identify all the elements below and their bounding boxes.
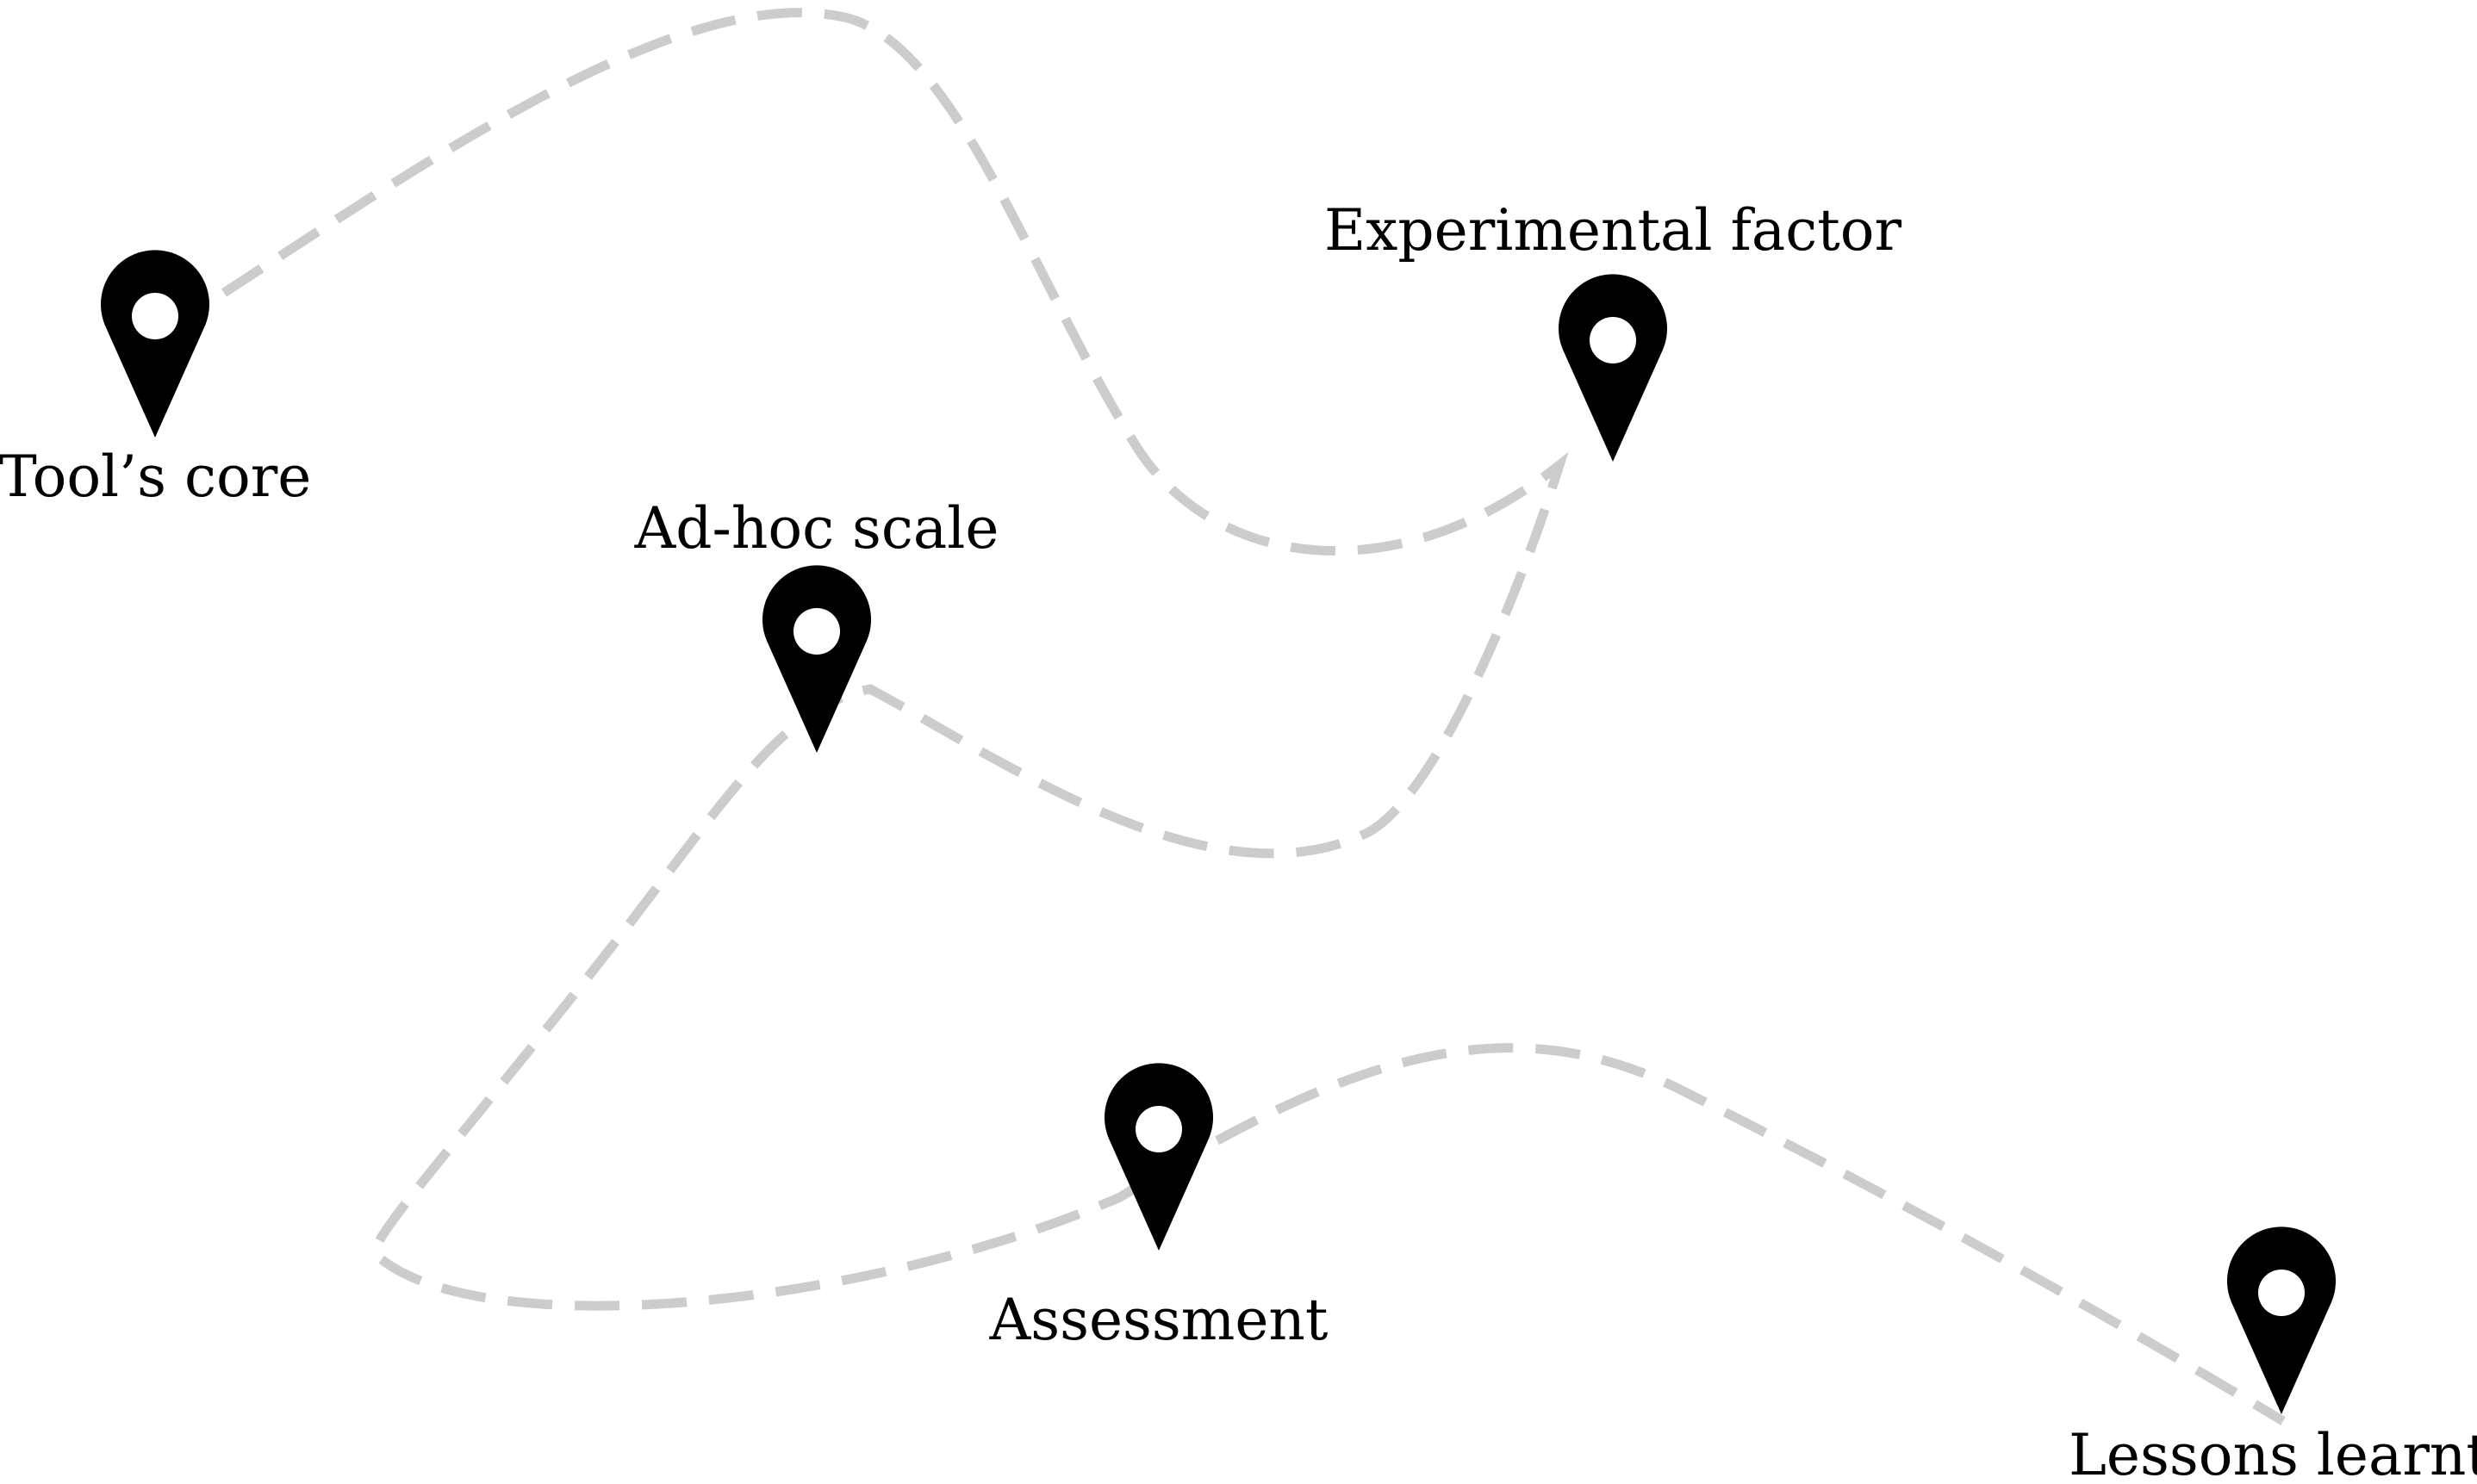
stop-tools-core: Tool’s core (0, 250, 311, 510)
map-pin-icon (762, 565, 871, 753)
map-pin-icon (101, 250, 209, 438)
map-pin-icon (1559, 274, 1667, 462)
map-pin-icon (2227, 1226, 2336, 1414)
stop-label: Lessons learnt (2069, 1422, 2477, 1484)
route-path (221, 8, 2286, 1425)
stop-ad-hoc-scale: Ad-hoc scale (634, 495, 999, 753)
stop-label: Tool’s core (0, 444, 311, 510)
stop-lessons-learnt: Lessons learnt (2069, 1226, 2477, 1484)
stop-label: Experimental factor (1324, 197, 1901, 264)
map-pin-icon (1105, 1063, 1213, 1251)
stop-label: Ad-hoc scale (634, 495, 999, 562)
stop-label: Assessment (989, 1287, 1329, 1353)
stop-assessment: Assessment (989, 1063, 1329, 1353)
stop-experimental-factor: Experimental factor (1324, 197, 1901, 462)
